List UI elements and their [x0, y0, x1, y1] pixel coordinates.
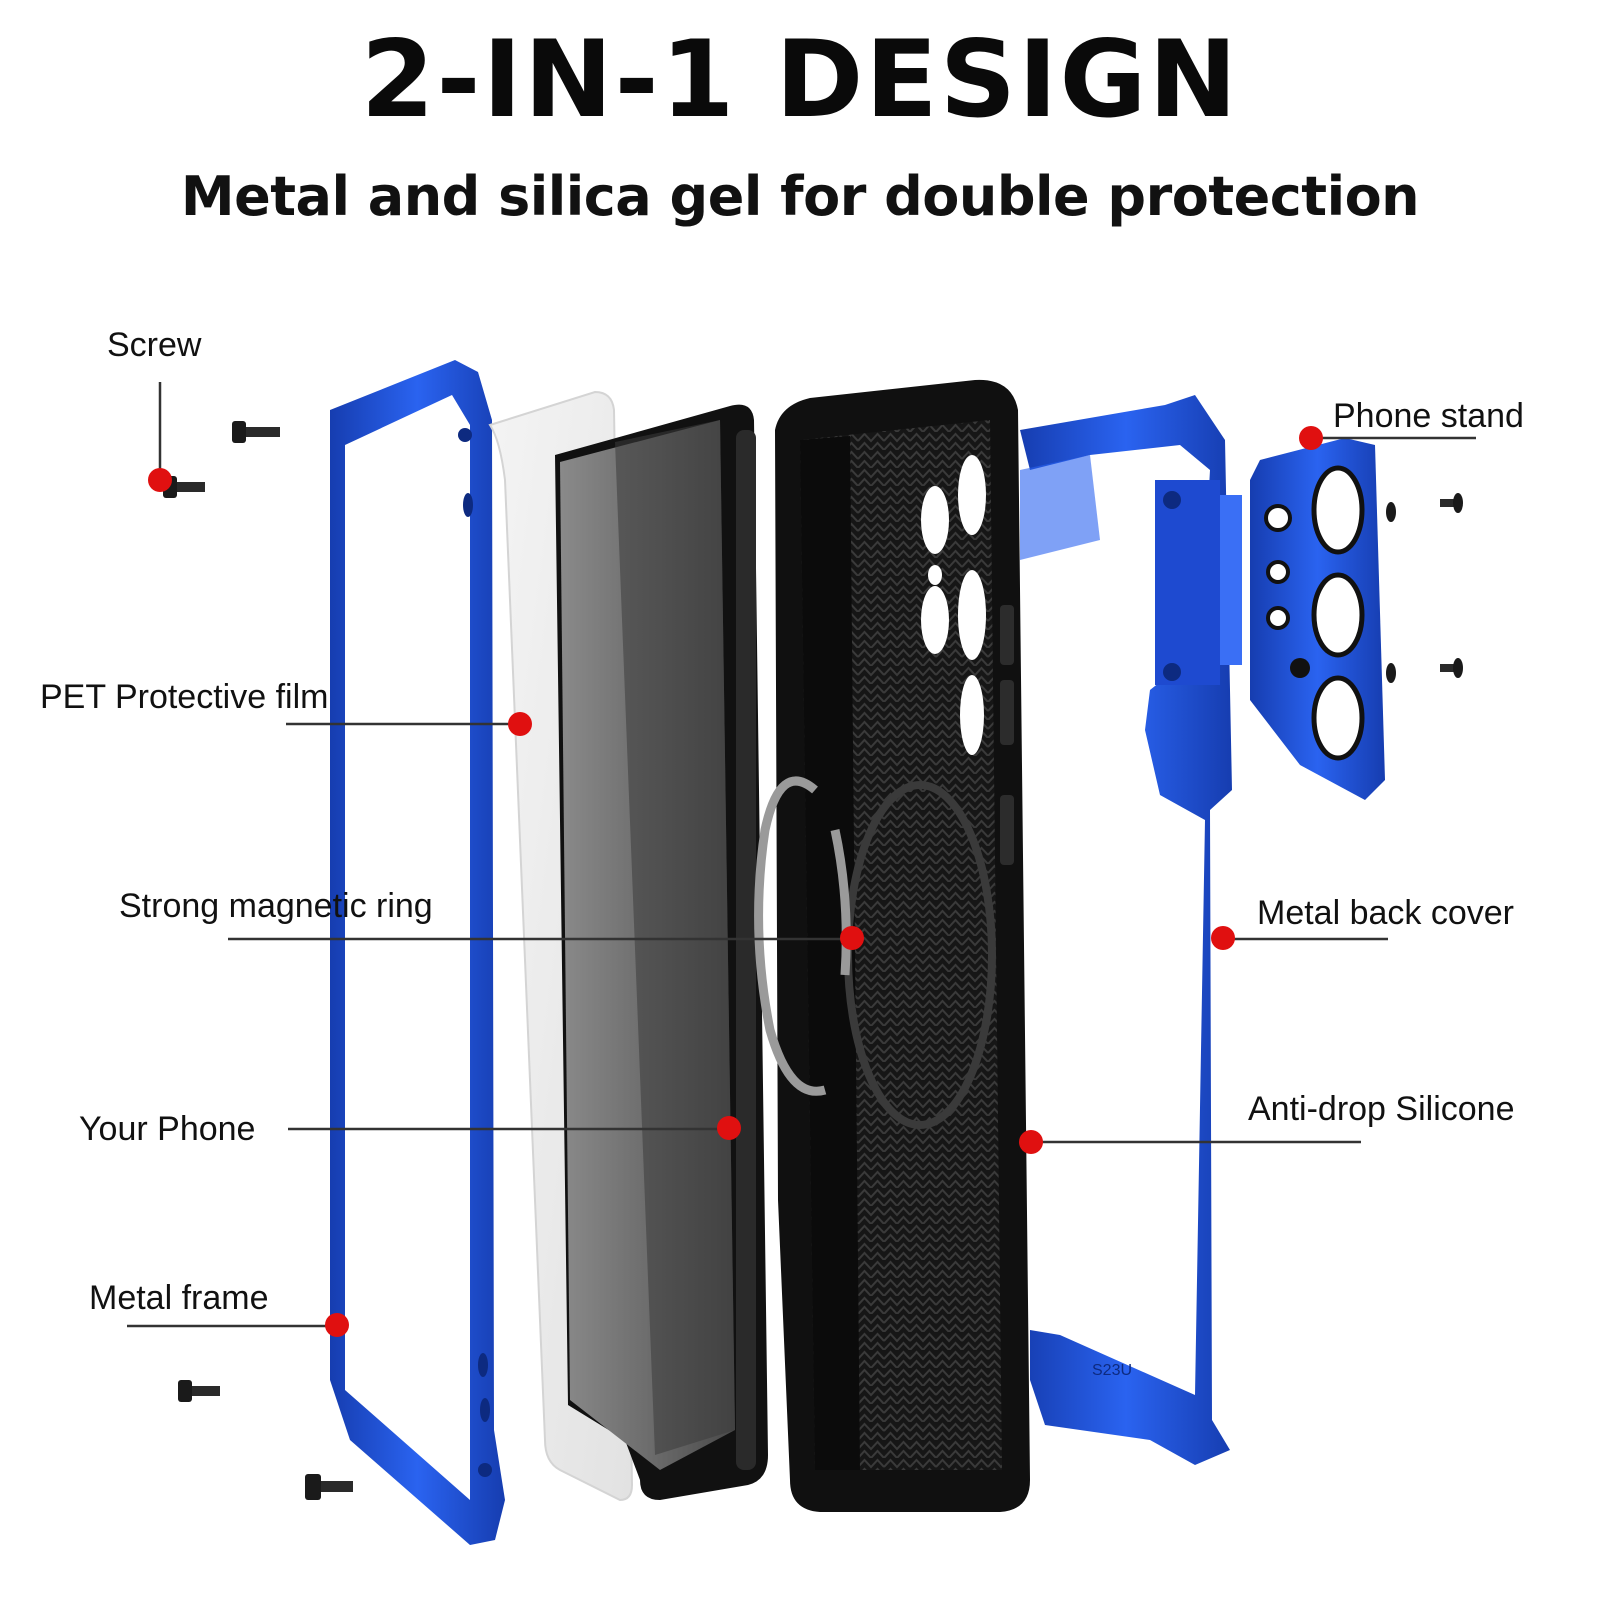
phone-stand-part [1250, 438, 1385, 800]
pet-film-marker [508, 712, 532, 736]
screw-icon [178, 1380, 220, 1402]
callout-magnetic-ring: Strong magnetic ring [119, 887, 433, 925]
metal-frame-marker [325, 1313, 349, 1337]
metal-back-cover-part: S23U [1020, 395, 1242, 1465]
page-title: 2-IN-1 DESIGN [360, 18, 1240, 141]
callout-metal-frame: Metal frame [89, 1279, 269, 1317]
callout-metal-back-cover: Metal back cover [1257, 894, 1514, 932]
callout-anti-drop-silicone: Anti-drop Silicone [1248, 1090, 1515, 1128]
callout-screw: Screw [107, 326, 202, 364]
back-model-text: S23U [1092, 1362, 1132, 1379]
screw-icon [1386, 502, 1396, 522]
metal-frame-part [330, 360, 505, 1545]
silicone-case-part [775, 379, 1030, 1513]
phone-stand-marker [1299, 426, 1323, 450]
magnetic-ring-marker [840, 926, 864, 950]
screw-icon [232, 421, 280, 443]
screw-icon [305, 1474, 353, 1500]
screw-icon [1440, 658, 1463, 678]
page-subtitle: Metal and silica gel for double protecti… [180, 165, 1420, 228]
callout-pet-film: PET Protective film [40, 678, 329, 716]
callout-your-phone: Your Phone [79, 1110, 256, 1148]
callout-phone-stand: Phone stand [1333, 397, 1524, 435]
screw-icon [1386, 663, 1396, 683]
screw-icon [1440, 493, 1463, 513]
screw-marker [148, 468, 172, 492]
phone-part [555, 404, 768, 1501]
magnetic-ring-part [754, 776, 827, 1096]
metal-back-cover-marker [1211, 926, 1235, 950]
your-phone-marker [717, 1116, 741, 1140]
anti-drop-marker [1019, 1130, 1043, 1154]
